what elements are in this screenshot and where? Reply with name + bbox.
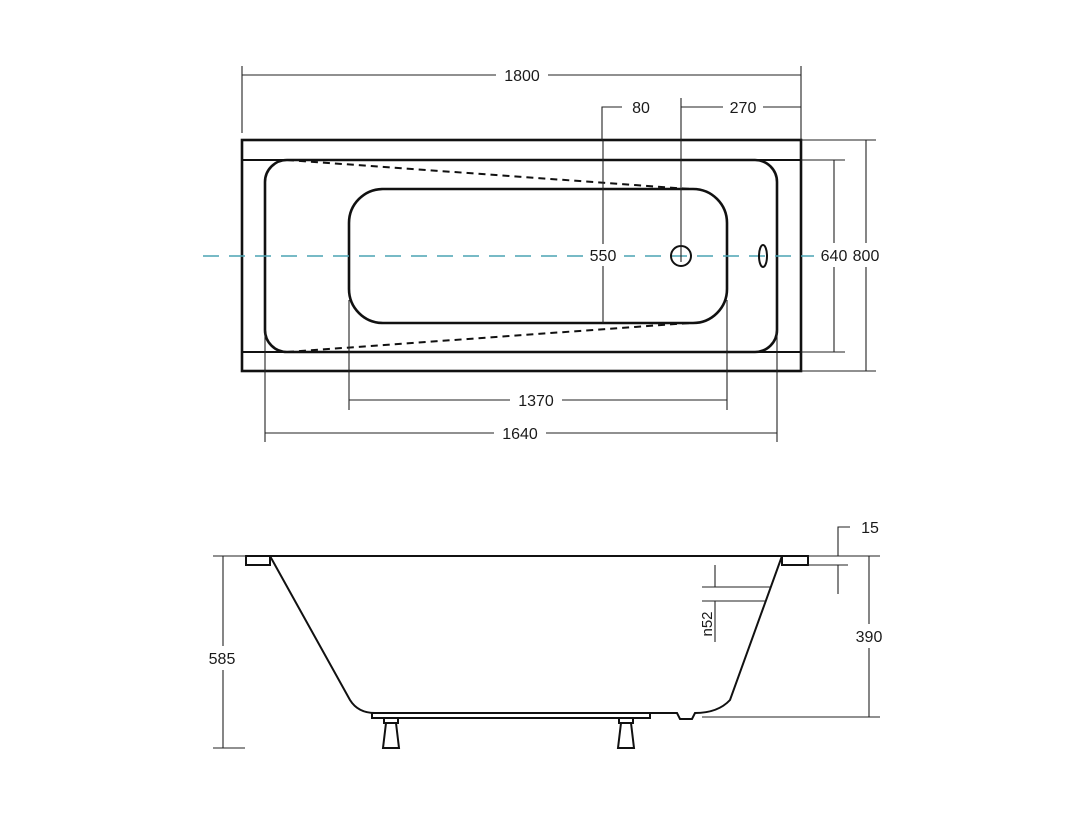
- rim-flange-left: [245, 555, 271, 566]
- dim-inner-width: 640: [821, 248, 848, 265]
- dim-basin-floor-length: 1370: [518, 393, 554, 410]
- dim-total-height: 585: [209, 651, 236, 668]
- dim-overflow-height: n52: [699, 611, 716, 636]
- base-plate: [371, 712, 651, 719]
- dim-overall-length: 1800: [504, 68, 540, 85]
- dim-drain-offset: 80: [632, 100, 650, 117]
- dim-80-leader: [601, 106, 622, 140]
- side-view: n52 15 390 585: [203, 520, 890, 749]
- foot-right: [616, 717, 636, 749]
- dim-depth: 390: [856, 629, 883, 646]
- dim-overall-width: 800: [853, 248, 880, 265]
- overflow-hole-icon: [758, 244, 768, 268]
- backrest-slope-bottom: [286, 322, 691, 353]
- rim-flange-right: [781, 555, 809, 566]
- dim-drain-from-edge: 270: [730, 100, 757, 117]
- backrest-slope-top: [286, 159, 691, 190]
- foot-left: [381, 717, 401, 749]
- tub-body-profile: [269, 555, 783, 720]
- dim-inner-length: 1640: [502, 426, 538, 443]
- dim-rim-thickness: 15: [861, 520, 879, 537]
- top-view: 1800 80 270 550 640 800 1370: [203, 64, 884, 444]
- dim-inner-basin-width: 550: [590, 248, 617, 265]
- dim-15-leader: [837, 526, 850, 556]
